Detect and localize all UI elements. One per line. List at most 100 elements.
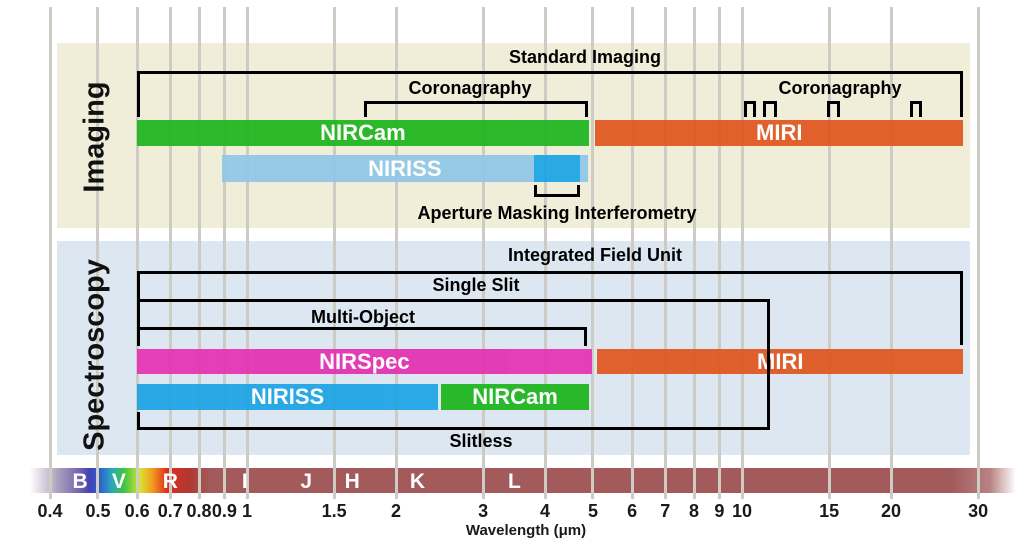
gridline (889, 7, 893, 499)
gridline (48, 7, 52, 499)
axis-tick-label: 6 (627, 501, 638, 521)
axis-tick-label: 15 (819, 501, 840, 521)
bracket-line (836, 101, 840, 117)
bracket-line (137, 271, 964, 274)
spectrum-band-label: V (111, 470, 126, 493)
axis-tick-label: 3 (478, 501, 489, 521)
bracket-single-slit-label: Single Slit (432, 275, 520, 295)
axis-tick-label: 10 (731, 501, 753, 521)
bar-spec-nircam: NIRCam (441, 384, 589, 410)
bracket-line (137, 71, 141, 117)
bar-spec-miri: MIRI (597, 348, 964, 374)
gridline (692, 7, 696, 499)
bar-img-nircam-label: NIRCam (320, 120, 406, 145)
gridline (717, 7, 721, 499)
gridline (740, 7, 744, 499)
bracket-line (960, 271, 964, 345)
bracket-coronagraphy-nircam-label: Coronagraphy (408, 78, 532, 98)
gridline (663, 7, 667, 499)
bracket-line (767, 299, 771, 430)
bracket-line (137, 71, 964, 74)
axis-tick-label: 0.9 (211, 501, 237, 521)
gridline (222, 7, 226, 499)
spectrum-band-label: B (72, 470, 88, 493)
spectrum-band-label: L (508, 470, 521, 493)
bar-spec-nircam-label: NIRCam (472, 384, 558, 409)
bracket-multi-object-label: Multi-Object (311, 307, 415, 327)
bar-img-miri: MIRI (595, 120, 964, 146)
axis-tick-label: 9 (714, 501, 725, 521)
bracket-line (576, 185, 580, 197)
axis-tick-label: 5 (587, 501, 598, 521)
bracket-line (744, 101, 756, 104)
bracket-line (584, 101, 588, 117)
axis-tick-label: 8 (689, 501, 700, 521)
bracket-line (137, 412, 141, 430)
gridline (245, 7, 249, 499)
bracket-line (137, 299, 141, 346)
bar-spec-miri-label: MIRI (757, 348, 804, 374)
bar-img-nircam: NIRCam (137, 120, 589, 146)
bracket-line (583, 327, 587, 346)
bar-spec-nirspec: NIRSpec (137, 349, 592, 374)
bracket-standard-imaging-label: Standard Imaging (508, 47, 662, 67)
bracket-line (137, 427, 771, 430)
axis-tick-label: 1.5 (321, 501, 347, 521)
gridline (332, 7, 336, 499)
bracket-line (827, 101, 830, 117)
bracket-coronagraphy-miri-label: Coronagraphy (778, 78, 902, 98)
bracket-line (909, 101, 913, 117)
bar-img-niriss: NIRISS (221, 155, 588, 182)
bar-spec-nirspec-label: NIRSpec (319, 348, 410, 374)
axis-tick-label: 7 (660, 501, 671, 521)
gridline (168, 7, 172, 499)
spectroscopy-panel (57, 241, 970, 455)
bracket-line (533, 194, 580, 197)
bar-spec-niriss-label: NIRISS (250, 384, 325, 409)
axis-tick-label: 0.6 (124, 501, 150, 521)
bar-img-miri-label: MIRI (756, 120, 803, 145)
bracket-line (363, 101, 367, 117)
bracket-line (827, 101, 840, 104)
gridline (630, 7, 634, 499)
bar-spec-niriss: NIRISS (137, 384, 438, 410)
axis-tick-label: 1 (241, 501, 253, 521)
imaging-section-label: Imaging (78, 81, 111, 193)
bracket-line (763, 101, 767, 117)
bracket-line (752, 101, 756, 117)
gridline (481, 7, 485, 499)
bracket-line (909, 101, 922, 104)
gridline (197, 7, 201, 499)
bracket-line (918, 101, 922, 117)
gridline (827, 7, 831, 499)
axis-tick-label: 30 (968, 501, 989, 521)
axis-tick-label: 2 (390, 501, 402, 521)
axis-tick-label: 20 (880, 501, 902, 521)
bracket-ami-label: Aperture Masking Interferometry (417, 203, 697, 223)
bracket-line (744, 101, 748, 117)
axis-tick-label: 0.4 (37, 501, 63, 521)
spectrum-band-label: I (241, 470, 248, 493)
gridline (394, 7, 398, 499)
bracket-line (137, 299, 771, 302)
bracket-line (363, 101, 588, 104)
gridline (976, 7, 980, 499)
bracket-line (533, 185, 537, 197)
bracket-ifu-label: Integrated Field Unit (507, 245, 683, 265)
spectrum-band-label: R (162, 470, 178, 493)
gridline (135, 7, 139, 499)
axis-tick-label: 4 (540, 501, 551, 521)
bracket-line (137, 327, 141, 346)
bracket-line (763, 101, 777, 104)
gridline (96, 7, 100, 499)
spectrum-band-label: K (409, 470, 426, 493)
axis-tick-label: 0.5 (85, 501, 111, 521)
x-axis-label: Wavelength (μm) (465, 522, 587, 539)
bracket-line (137, 327, 587, 330)
gridline (543, 7, 547, 499)
bracket-slitless-label: Slitless (449, 431, 513, 451)
axis-tick-label: 0.7 (157, 501, 183, 521)
spectrum-band-label: H (344, 470, 360, 493)
bracket-line (960, 71, 964, 117)
